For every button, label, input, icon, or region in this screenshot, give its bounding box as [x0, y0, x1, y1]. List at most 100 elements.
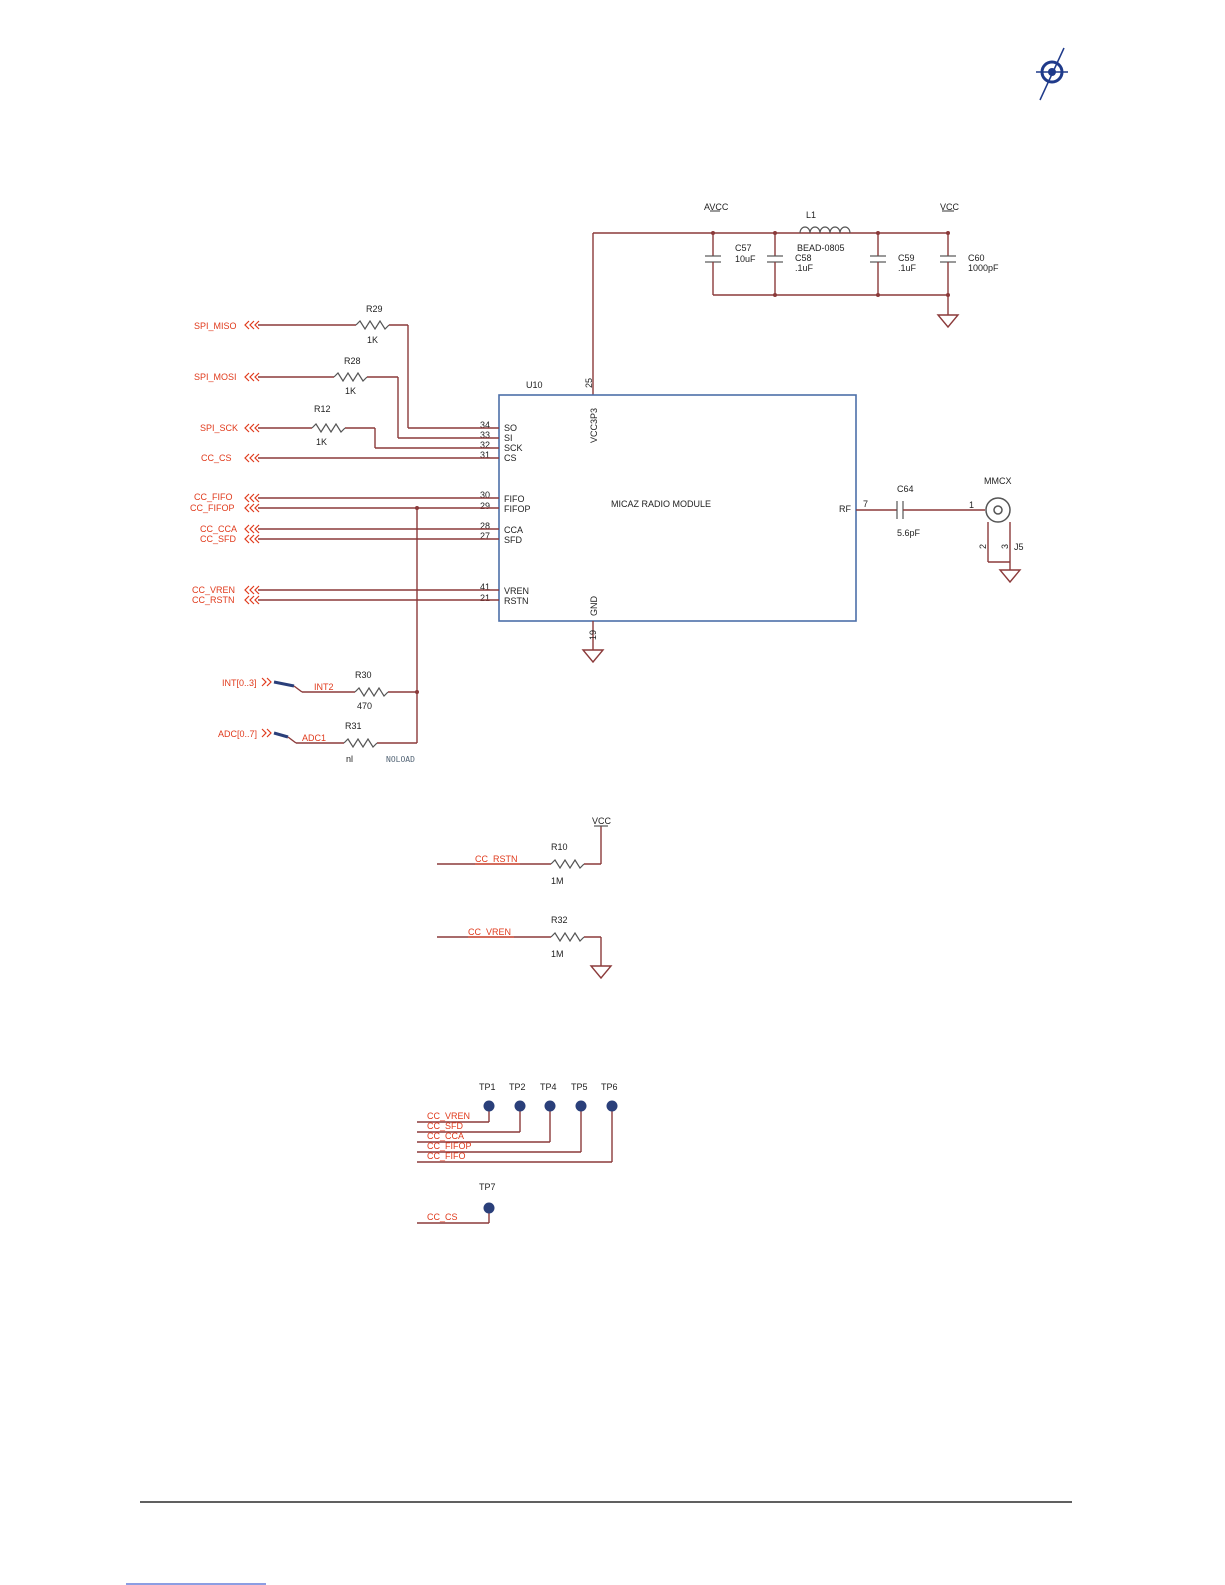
r10-ref: R10	[551, 842, 568, 852]
connector-name: MMCX	[984, 476, 1012, 486]
noload-note: NOLOAD	[386, 755, 415, 764]
tp1-label: TP1	[479, 1082, 496, 1092]
c59-ref: C59	[898, 253, 915, 263]
r12-value: 1K	[316, 437, 327, 447]
tp4-label: TP4	[540, 1082, 557, 1092]
port-spi-mosi: SPI_MOSI	[194, 372, 237, 382]
port-cc-cca: CC_CCA	[200, 524, 237, 534]
pin-name-vren: VREN	[504, 586, 529, 596]
port-cc-vren: CC_VREN	[192, 585, 235, 595]
tp6-label: TP6	[601, 1082, 618, 1092]
port-cc-fifo: CC_FIFO	[194, 492, 233, 502]
l1-value: BEAD-0805	[797, 243, 845, 253]
pin-num-cca: 28	[480, 521, 490, 531]
c60-value: 1000pF	[968, 263, 999, 273]
net-cc-rstn: CC_RSTN	[475, 854, 518, 864]
micaz-radio-module	[498, 394, 857, 622]
tp7-label: TP7	[479, 1182, 496, 1192]
pin-name-sfd: SFD	[504, 535, 523, 545]
vcc-label: VCC	[940, 202, 960, 212]
pin-name-so: SO	[504, 423, 517, 433]
r10-value: 1M	[551, 876, 564, 886]
pin-num-cs: 31	[480, 450, 490, 460]
pin-name-cca: CCA	[504, 525, 523, 535]
port-cc-sfd: CC_SFD	[200, 534, 237, 544]
net-adc1: ADC1	[302, 733, 326, 743]
net-int2: INT2	[314, 682, 334, 692]
avcc-label: AVCC	[704, 202, 729, 212]
pin-num-so: 34	[480, 420, 490, 430]
connector-pin3: 3	[1000, 544, 1010, 549]
left-wiring	[258, 319, 499, 749]
connector-pin2: 2	[978, 544, 988, 549]
r32-ref: R32	[551, 915, 568, 925]
pin-num-sfd: 27	[480, 531, 490, 541]
c64-ref: C64	[897, 484, 914, 494]
c57-ref: C57	[735, 243, 752, 253]
r12-ref: R12	[314, 404, 331, 414]
pin-num-si: 33	[480, 430, 490, 440]
r30-ref: R30	[355, 670, 372, 680]
c58-ref: C58	[795, 253, 812, 263]
ic-name: MICAZ RADIO MODULE	[611, 499, 711, 509]
r28-ref: R28	[344, 356, 361, 366]
pin-num-rstn: 21	[480, 593, 490, 603]
pin-name-fifop: FIFOP	[504, 504, 531, 514]
gnd-pin-name: GND	[589, 596, 599, 617]
rf-pin-name: RF	[839, 504, 851, 514]
r31-value: nl	[346, 754, 353, 764]
port-cc-rstn: CC_RSTN	[192, 595, 235, 605]
r28-value: 1K	[345, 386, 356, 396]
r32-value: 1M	[551, 949, 564, 959]
c58-value: .1uF	[795, 263, 814, 273]
pin-name-cs: CS	[504, 453, 517, 463]
port-int-bus: INT[0..3]	[222, 678, 257, 688]
tp-net-cc-cs: CC_CS	[427, 1212, 458, 1222]
tp-net-cc-fifop: CC_FIFOP	[427, 1141, 472, 1151]
rf-pin-number: 7	[863, 499, 868, 509]
pin-num-sck: 32	[480, 440, 490, 450]
pin19-number: 19	[588, 630, 598, 640]
power-filter	[592, 210, 960, 395]
pin-name-si: SI	[504, 433, 513, 443]
r30-value: 470	[357, 701, 372, 711]
c57-value: 10uF	[735, 254, 756, 264]
pin-num-vren: 41	[480, 582, 490, 592]
pin-num-fifo: 30	[480, 490, 490, 500]
port-adc-bus: ADC[0..7]	[218, 729, 257, 739]
r29-value: 1K	[367, 335, 378, 345]
pin-num-fifop: 29	[480, 501, 490, 511]
pin-name-rstn: RSTN	[504, 596, 529, 606]
pin-name-sck: SCK	[504, 443, 523, 453]
pin-name-fifo: FIFO	[504, 494, 525, 504]
c64-value: 5.6pF	[897, 528, 921, 538]
company-logo	[1036, 47, 1068, 101]
tp-net-cc-fifo: CC_FIFO	[427, 1151, 466, 1161]
net-cc-vren: CC_VREN	[468, 927, 511, 937]
l1-ref: L1	[806, 210, 816, 220]
tp5-label: TP5	[571, 1082, 588, 1092]
rf-output	[856, 497, 1022, 584]
pull-resistors	[437, 825, 613, 980]
u10-ref: U10	[526, 380, 543, 390]
tp-net-cc-vren: CC_VREN	[427, 1111, 470, 1121]
tp-net-cc-cca: CC_CCA	[427, 1131, 464, 1141]
tp-net-cc-sfd: CC_SFD	[427, 1121, 464, 1131]
tp2-label: TP2	[509, 1082, 526, 1092]
port-cc-fifop: CC_FIFOP	[190, 503, 235, 513]
vcc3p3-pin-name: VCC3P3	[589, 408, 599, 443]
testpoints	[417, 1100, 618, 1224]
port-arrows	[244, 320, 272, 738]
port-cc-cs: CC_CS	[201, 453, 232, 463]
port-spi-miso: SPI_MISO	[194, 321, 237, 331]
connector-pin1: 1	[969, 500, 974, 510]
pin25-number: 25	[584, 378, 594, 388]
r31-ref: R31	[345, 721, 362, 731]
connector-ref: J5	[1014, 542, 1024, 552]
vcc2-label: VCC	[592, 816, 612, 826]
c59-value: .1uF	[898, 263, 917, 273]
r29-ref: R29	[366, 304, 383, 314]
port-spi-sck: SPI_SCK	[200, 423, 238, 433]
c60-ref: C60	[968, 253, 985, 263]
